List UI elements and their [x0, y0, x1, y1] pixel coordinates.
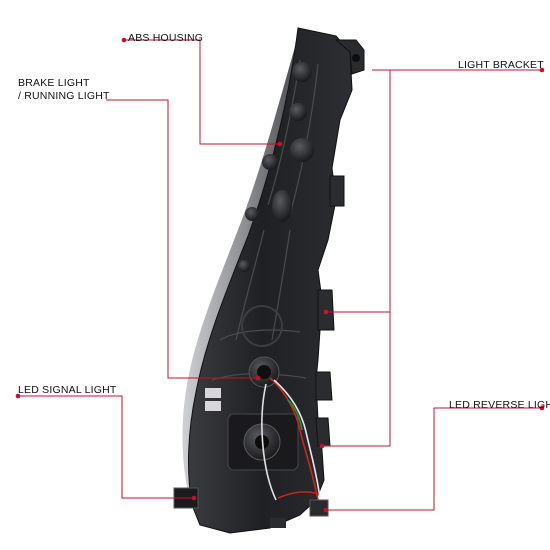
label-abs-housing: ABS HOUSING: [128, 32, 204, 44]
leader-brake-light: [106, 99, 258, 379]
label-light-bracket: LIGHT BRACKET: [458, 59, 544, 71]
label-led-signal-light: LED SIGNAL LIGHT: [18, 384, 117, 396]
callout-dots: [15, 37, 545, 513]
abs-sockets: [238, 62, 314, 272]
leader-light-bracket: [322, 69, 542, 447]
leader-signal-light: [18, 395, 194, 499]
leader-abs-housing: [124, 39, 280, 145]
label-led-reverse-light: LED REVERSE LIGHT: [449, 399, 550, 411]
bracket-tabs: [315, 175, 345, 447]
callout-leaders: [18, 39, 542, 511]
leader-reverse-light: [326, 407, 542, 511]
label-brake-light: BRAKE LIGHT / RUNNING LIGHT: [18, 77, 110, 103]
housing-ribs: [211, 59, 319, 381]
label-brake-light-line1: BRAKE LIGHT: [18, 77, 90, 89]
top-mount-tab: [334, 39, 365, 75]
label-brake-light-line2: / RUNNING LIGHT: [18, 90, 110, 102]
wire-harness: [261, 377, 321, 501]
mount-hole-icon: [352, 54, 360, 62]
